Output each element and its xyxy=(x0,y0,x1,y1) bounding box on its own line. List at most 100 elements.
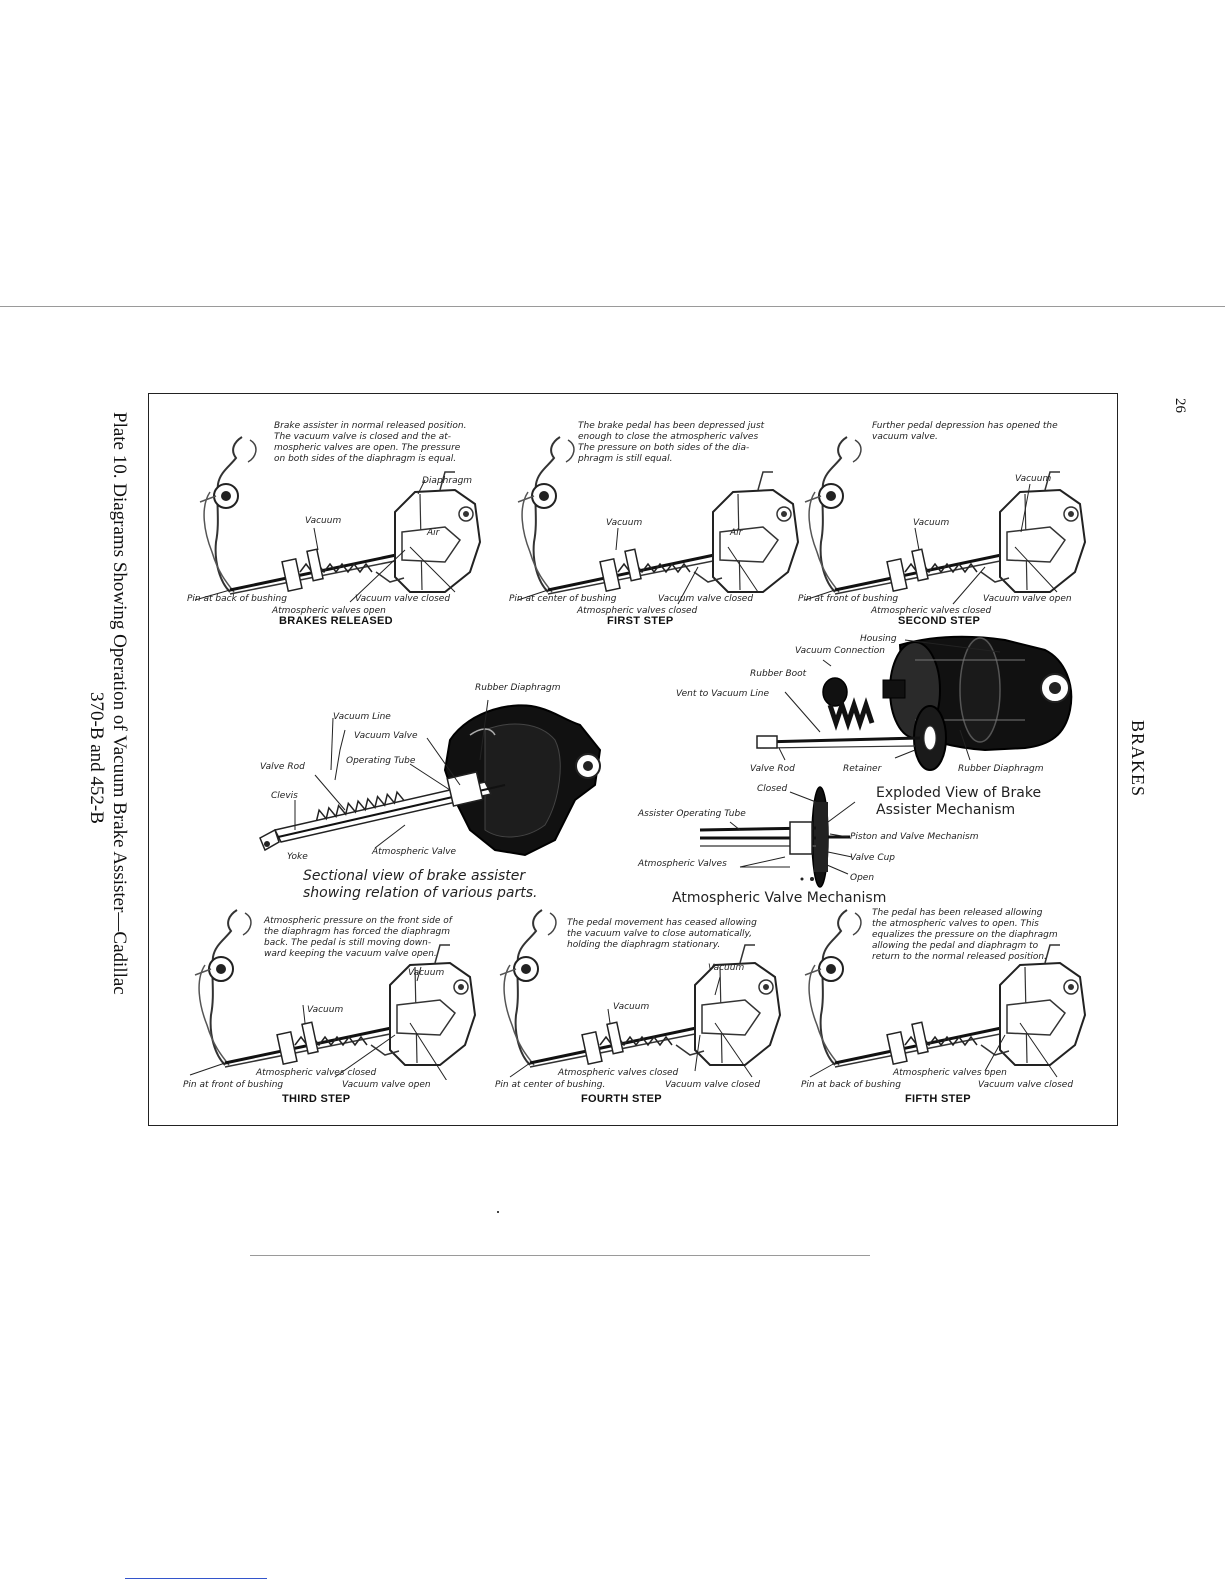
fourth-step-vacuum-top-label: Vacuum xyxy=(708,963,745,973)
third-step-vacuum-label: Vacuum xyxy=(307,1005,344,1015)
running-head: BRAKES xyxy=(1128,720,1148,798)
sectional-yoke-label: Yoke xyxy=(287,852,308,862)
fifth-step-title: FIFTH STEP xyxy=(905,1093,971,1105)
caption-line: vacuum valve. xyxy=(872,432,938,442)
released-air-label: Air xyxy=(427,528,440,538)
page-number: 26 xyxy=(1172,398,1188,413)
exploded-rubber-boot-label: Rubber Boot xyxy=(750,669,807,679)
fourth-step-title: FOURTH STEP xyxy=(581,1093,662,1105)
sectional-title-line1: Sectional view of brake assister xyxy=(303,868,526,884)
sectional-clevis-label: Clevis xyxy=(271,791,298,801)
released-diagram xyxy=(194,435,482,603)
caption-line: return to the normal released position. xyxy=(872,952,1047,962)
first-step-valve-label: Vacuum valve closed xyxy=(658,594,754,604)
sectional-title-line2: showing relation of various parts. xyxy=(303,885,538,901)
caption-line: back. The pedal is still moving down- xyxy=(264,938,432,948)
plate-frame xyxy=(148,393,1118,1126)
caption-line: the vacuum valve to close automatically, xyxy=(567,929,752,939)
sectional-valve-rod-label: Valve Rod xyxy=(260,762,305,772)
caption-line: the atmospheric valves to open. This xyxy=(872,919,1039,929)
caption-line: The pedal has been released allowing xyxy=(872,908,1043,918)
caption-line: allowing the pedal and diaphragm to xyxy=(872,941,1039,951)
scan-underline xyxy=(125,1578,267,1579)
caption-line: holding the diaphragm stationary. xyxy=(567,940,721,950)
atmos-mechanism-title: Atmospheric Valve Mechanism xyxy=(672,890,887,906)
third-step-diagram xyxy=(189,908,477,1080)
caption-line: mospheric valves are open. The pressure xyxy=(274,443,461,453)
atmos-valve-mechanism-diagram xyxy=(699,786,856,888)
sectional-operating-tube-label: Operating Tube xyxy=(346,756,416,766)
fifth-step-caption: The pedal has been released allowing the… xyxy=(872,908,1087,963)
exploded-vent-label: Vent to Vacuum Line xyxy=(676,689,769,699)
fourth-step-valve-label: Vacuum valve closed xyxy=(665,1080,761,1090)
caption-line: The pressure on both sides of the dia- xyxy=(578,443,750,453)
released-atmos-label: Atmospheric valves open xyxy=(272,606,386,616)
caption-line: The pedal movement has ceased allowing xyxy=(567,918,757,928)
second-step-atmos-label: Atmospheric valves closed xyxy=(871,606,992,616)
caption-line: The brake pedal has been depressed just xyxy=(578,421,765,431)
exploded-title-line2: Assister Mechanism xyxy=(876,802,1016,818)
third-step-caption: Atmospheric pressure on the front side o… xyxy=(264,916,479,960)
sectional-atmos-valve-label: Atmospheric Valve xyxy=(372,847,457,857)
first-step-pin-label: Pin at center of bushing xyxy=(509,594,617,604)
scan-dot xyxy=(497,1211,499,1213)
caption-line: ward keeping the vacuum valve open. xyxy=(264,949,437,959)
atmos-piston-label: Piston and Valve Mechanism xyxy=(850,832,979,842)
fourth-step-atmos-label: Atmospheric valves closed xyxy=(558,1068,679,1078)
exploded-vacuum-connection-label: Vacuum Connection xyxy=(795,646,886,656)
plate-caption-line1: Plate 10. Diagrams Showing Operation of … xyxy=(109,412,130,995)
released-pin-label: Pin at back of bushing xyxy=(187,594,287,604)
first-step-atmos-label: Atmospheric valves closed xyxy=(577,606,698,616)
exploded-view-diagram xyxy=(756,635,1073,771)
fourth-step-caption: The pedal movement has ceased allowing t… xyxy=(567,918,782,951)
exploded-title-line1: Exploded View of Brake xyxy=(876,785,1042,801)
atmos-open-label: Open xyxy=(850,873,875,883)
caption-line: The vacuum valve is closed and the at- xyxy=(274,432,452,442)
third-step-title: THIRD STEP xyxy=(282,1093,351,1105)
atmos-valves-label: Atmospheric Valves xyxy=(638,859,727,869)
caption-line: the diaphragm has forced the diaphragm xyxy=(264,927,451,937)
exploded-valve-rod-label: Valve Rod xyxy=(750,764,795,774)
exploded-housing-label: Housing xyxy=(860,634,897,644)
second-step-valve-label: Vacuum valve open xyxy=(983,594,1072,604)
caption-line: Further pedal depression has opened the xyxy=(872,421,1058,431)
first-step-diagram xyxy=(516,435,800,605)
released-step-title: BRAKES RELEASED xyxy=(279,615,393,627)
third-step-atmos-label: Atmospheric valves closed xyxy=(256,1068,377,1078)
fifth-step-valve-label: Vacuum valve closed xyxy=(978,1080,1074,1090)
atmos-assister-tube-label: Assister Operating Tube xyxy=(638,809,746,819)
scan-rule-top xyxy=(0,306,1225,307)
atmos-closed-label: Closed xyxy=(757,784,788,794)
sectional-vacuum-line-label: Vacuum Line xyxy=(333,712,391,722)
sectional-rubber-diaphragm-label: Rubber Diaphragm xyxy=(475,683,561,693)
caption-line: on both sides of the diaphragm is equal. xyxy=(274,454,457,464)
caption-line: Brake assister in normal released positi… xyxy=(274,421,467,431)
plate-caption-line2: 370-B and 452-B xyxy=(86,692,107,824)
caption-line: phragm is still equal. xyxy=(578,454,673,464)
first-step-caption: The brake pedal has been depressed just … xyxy=(578,421,793,465)
exploded-retainer-label: Retainer xyxy=(843,764,882,774)
released-diaphragm-label: Diaphragm xyxy=(422,476,473,486)
second-step-vacuum-label: Vacuum xyxy=(913,518,950,528)
first-step-air-label: Air xyxy=(730,528,743,538)
first-step-title: FIRST STEP xyxy=(607,615,674,627)
sectional-vacuum-valve-label: Vacuum Valve xyxy=(354,731,418,741)
scan-rule-bottom xyxy=(250,1255,870,1256)
first-step-vacuum-label: Vacuum xyxy=(606,518,643,528)
second-step-caption: Further pedal depression has opened the … xyxy=(872,421,1087,443)
caption-line: equalizes the pressure on the diaphragm xyxy=(872,930,1058,940)
third-step-pin-label: Pin at front of bushing xyxy=(183,1080,284,1090)
released-valve-label: Vacuum valve closed xyxy=(355,594,451,604)
exploded-rubber-diaphragm-label: Rubber Diaphragm xyxy=(958,764,1044,774)
fourth-step-pin-label: Pin at center of bushing. xyxy=(495,1080,606,1090)
second-step-pin-label: Pin at front of bushing xyxy=(798,594,899,604)
third-step-vacuum-top-label: Vacuum xyxy=(408,968,445,978)
fifth-step-diagram xyxy=(803,908,1087,1078)
fourth-step-diagram xyxy=(498,908,782,1078)
third-step-valve-label: Vacuum valve open xyxy=(342,1080,431,1090)
fourth-step-vacuum-label: Vacuum xyxy=(613,1002,650,1012)
second-step-vacuum-top-label: Vacuum xyxy=(1015,474,1052,484)
released-vacuum-label: Vacuum xyxy=(305,516,342,526)
released-caption: Brake assister in normal released positi… xyxy=(274,421,489,465)
caption-line: enough to close the atmospheric valves xyxy=(578,432,759,442)
